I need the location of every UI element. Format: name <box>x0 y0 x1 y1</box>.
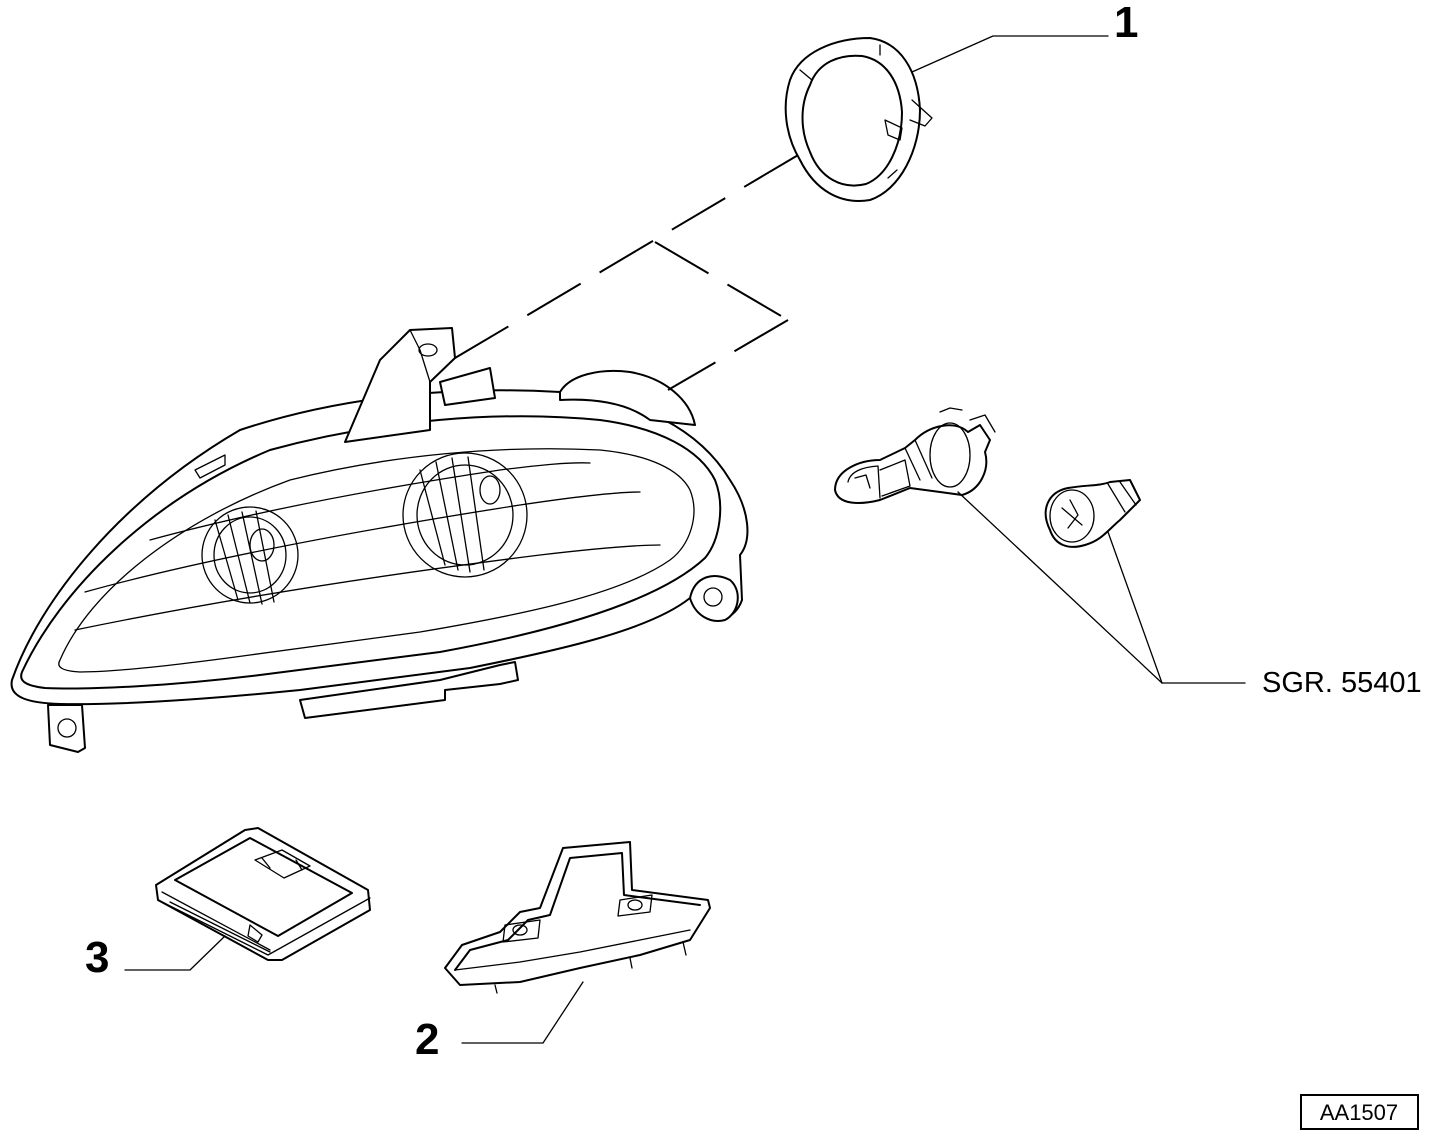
callout-number-3: 3 <box>85 933 109 982</box>
callout-number-1: 1 <box>1114 0 1138 47</box>
drawing-reference-box: AA1507 <box>1300 1094 1419 1130</box>
assembly-dashed-lines <box>454 147 811 391</box>
part-2-mounting-bracket <box>444 841 711 994</box>
leader-lines <box>124 35 1246 1044</box>
callout-number-2: 2 <box>415 1015 439 1064</box>
drawing-reference-code: AA1507 <box>1320 1100 1398 1125</box>
small-signal-bulb <box>1044 479 1141 548</box>
headlamp-assembly <box>10 327 749 753</box>
halogen-bulb-h7 <box>834 407 996 504</box>
part-1-bulb-ring <box>784 37 933 202</box>
callout-bulb-group-reference: SGR. 55401 <box>1262 667 1422 699</box>
part-3-ballast-unit <box>155 827 371 961</box>
